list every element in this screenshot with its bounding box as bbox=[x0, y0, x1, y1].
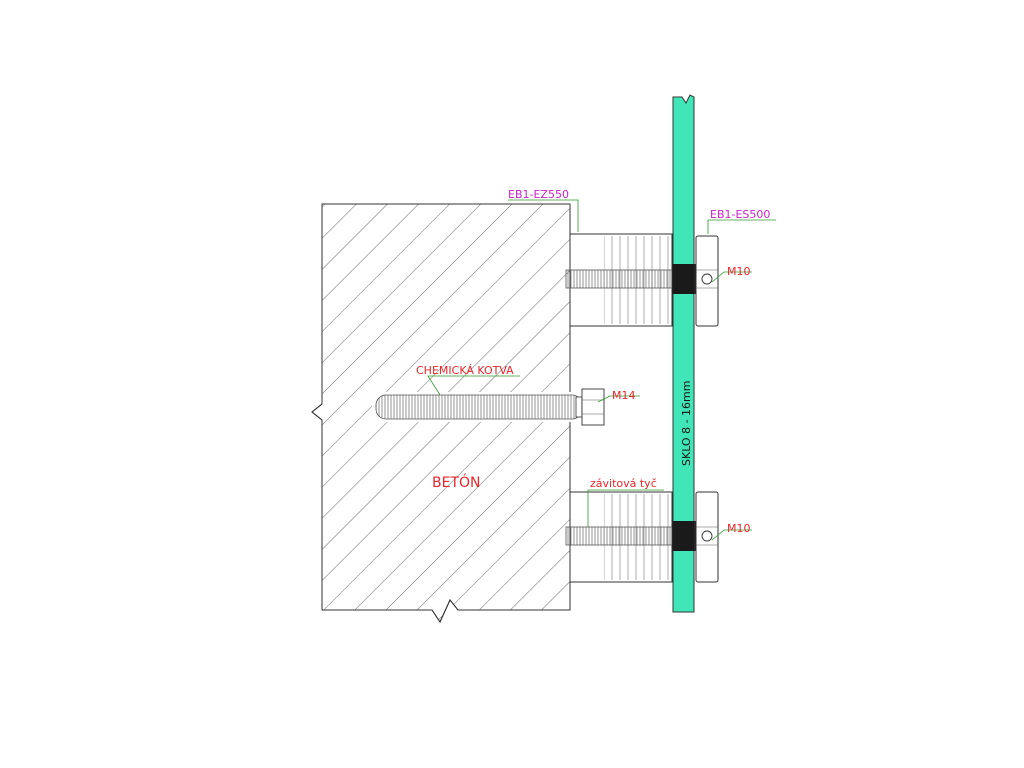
bolt-bottom-hole bbox=[701, 530, 713, 542]
leader-rod bbox=[587, 489, 664, 527]
leader-bolt-main bbox=[597, 395, 640, 403]
glass-pane bbox=[672, 94, 695, 613]
glass-gasket-top bbox=[673, 264, 694, 294]
leader-cap bbox=[707, 219, 776, 234]
leader-bolt-bottom bbox=[711, 529, 752, 541]
leader-anchor bbox=[427, 375, 520, 396]
labels: EB1-EZ550 EB1-ES500 M10 CHEMICKÁ KOTVA M… bbox=[416, 188, 770, 535]
label-glass: SKLO 8 - 16mm bbox=[680, 381, 693, 466]
chemical-anchor bbox=[372, 388, 605, 426]
label-bolt-main: M14 bbox=[612, 389, 636, 402]
glass-body bbox=[672, 94, 695, 613]
anchor-nut bbox=[581, 388, 605, 426]
standoff-top-rod bbox=[565, 269, 675, 289]
leader-lines bbox=[427, 199, 776, 541]
leader-bolt-top bbox=[711, 271, 752, 283]
label-anchor: CHEMICKÁ KOTVA bbox=[416, 364, 514, 377]
label-bolt-bottom: M10 bbox=[727, 522, 751, 535]
label-rod: závitová tyč bbox=[590, 477, 657, 490]
label-cap: EB1-ES500 bbox=[710, 208, 770, 221]
label-standoff: EB1-EZ550 bbox=[508, 188, 569, 201]
anchor-thread bbox=[375, 394, 583, 420]
standoff-bottom-rod bbox=[565, 526, 675, 546]
label-bolt-top: M10 bbox=[727, 265, 751, 278]
standoff-bottom bbox=[565, 491, 719, 583]
leader-standoff bbox=[508, 199, 579, 232]
anchor-washer bbox=[575, 396, 583, 418]
label-concrete: BETÓN bbox=[432, 473, 481, 491]
bolt-top-hole bbox=[701, 273, 713, 285]
glass-gasket-bottom bbox=[673, 521, 694, 551]
standoff-top bbox=[565, 233, 719, 327]
